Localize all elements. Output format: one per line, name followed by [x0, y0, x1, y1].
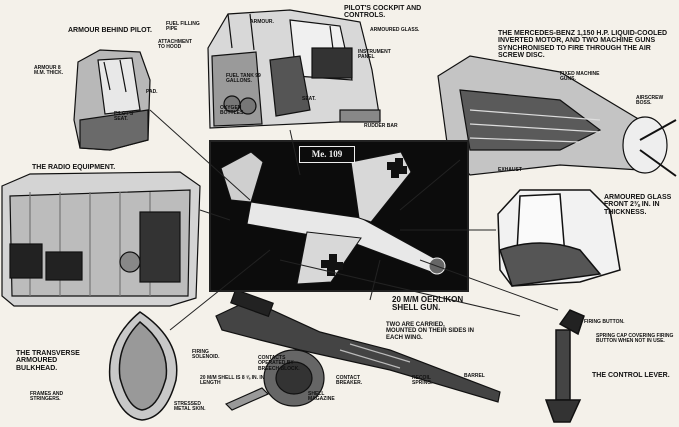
label-armoured-glass-front: ARMOURED GLASS FRONT 2⅜ IN. IN THICKNESS… [604, 194, 672, 216]
label-control-lever: THE CONTROL LEVER. [592, 372, 670, 379]
shell-drawing [224, 387, 270, 411]
bulkhead-drawing [108, 311, 178, 421]
oerlikon-gun-drawing [215, 288, 501, 407]
aircraft-drawing [220, 151, 446, 285]
label-seat: SEAT. [302, 96, 316, 102]
label-engine-description: THE MERCEDES-BENZ 1,150 H.P. LIQUID-COOL… [498, 30, 668, 60]
label-shell-20mm: 20 M/M SHELL IS 8 ⅝ IN. IN LENGTH [200, 375, 265, 387]
label-two-carried: TWO ARE CARRIED, MOUNTED ON THEIR SIDES … [386, 322, 475, 341]
label-armoured-glass: ARMOURED GLASS. [370, 27, 420, 33]
label-transverse-bulkhead: THE TRANSVERSE ARMOURED BULKHEAD. [16, 350, 80, 372]
label-oxygen-bottles: OXYGEN BOTTLES. [220, 105, 245, 117]
armoured-glass-drawing [497, 189, 621, 287]
label-exhaust: EXHAUST [498, 167, 522, 173]
label-frames-stringers: FRAMES AND STRINGERS. [30, 391, 64, 403]
control-lever-drawing [544, 309, 585, 423]
label-fuel-tank: FUEL TANK 99 GALLONS. [226, 73, 261, 85]
label-spring-cap: SPRING CAP COVERING FIRING BUTTON WHEN N… [596, 333, 674, 345]
label-radio-equipment: THE RADIO EQUIPMENT. [32, 164, 116, 171]
label-instrument-panel: INSTRUMENT PANEL [358, 49, 391, 61]
label-firing-solenoid: FIRING SOLENOID. [192, 349, 220, 361]
label-stressed-metal-skin: STRESSED METAL SKIN. [174, 401, 206, 413]
label-fuel-filling-pipe: FUEL FILLING PIPE [166, 21, 200, 33]
label-fixed-machine-guns: FIXED MACHINE GUNS. [560, 71, 600, 83]
label-firing-button: FIRING BUTTON. [584, 319, 625, 325]
label-armour: ARMOUR. [250, 19, 274, 25]
label-airscrew-boss: AIRSCREW BOSS. [636, 95, 664, 107]
armour-plate-drawing [73, 49, 151, 151]
label-armour-8mm: ARMOUR 8 M.M. THICK. [34, 65, 64, 77]
label-oerlikon: 20 M/M OERLIKON SHELL GUN. [392, 295, 464, 313]
engine-drawing [437, 55, 677, 177]
label-pilots-seat: PILOT'S SEAT. [114, 111, 134, 123]
label-barrel: BARREL [464, 373, 485, 379]
label-recoil-spring: RECOIL SPRING. [412, 375, 433, 387]
label-contact-breaker: CONTACT BREAKER. [336, 375, 363, 387]
label-rudder-bar: RUDDER BAR [364, 123, 398, 129]
label-attachment-to-hood: ATTACHMENT TO HOOD [158, 39, 192, 51]
aircraft-panel [209, 140, 469, 292]
label-armour-behind-pilot: ARMOUR BEHIND PILOT. [68, 27, 152, 34]
me109-title: Me. 109 [299, 146, 355, 163]
cockpit-drawing [207, 9, 381, 129]
label-pilots-cockpit: PILOT'S COCKPIT AND CONTROLS. [344, 5, 422, 20]
label-pad: PAD. [146, 89, 158, 95]
label-contacts: CONTACTS OPERATED BY BREECH BLOCK. [258, 355, 300, 372]
radio-equipment-drawing [1, 171, 201, 307]
label-shell-magazine: SHELL MAGAZINE [308, 391, 335, 403]
